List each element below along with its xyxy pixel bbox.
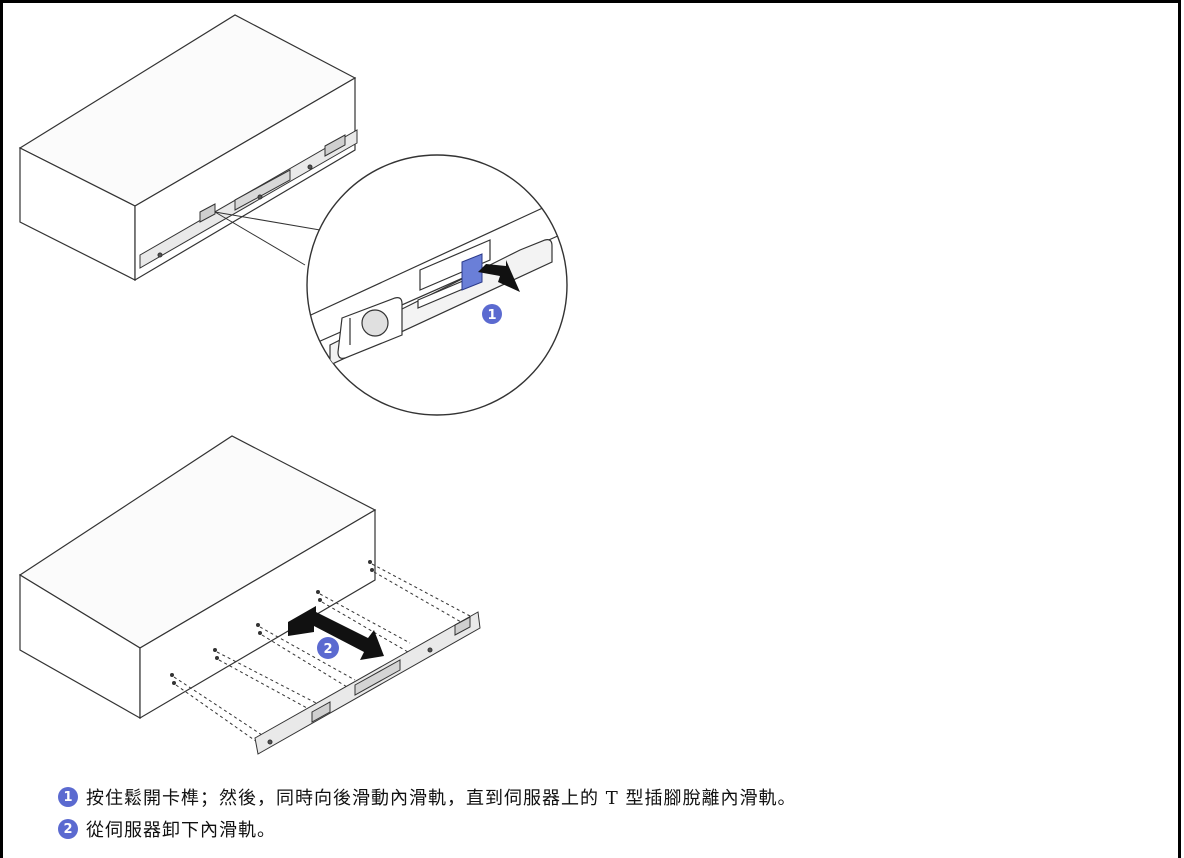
step-1-text: 按住鬆開卡榫；然後，同時向後滑動內滑軌，直到伺服器上的 T 型插腳脫離內滑軌。	[86, 788, 797, 809]
zoom-detail: 1	[306, 154, 568, 416]
push-arrow-icon	[478, 260, 520, 292]
server-chassis-bottom	[18, 435, 377, 720]
callout-1: 1	[482, 304, 502, 324]
inner-rail-bottom	[254, 611, 481, 755]
callout-1-label: 1	[487, 308, 496, 323]
step-2-badge: 2	[58, 819, 78, 839]
chassis-pins	[170, 560, 374, 685]
step-2: 2 從伺服器卸下內滑軌。	[58, 814, 276, 844]
callout-2-label: 2	[323, 642, 332, 657]
alignment-lines	[173, 563, 471, 745]
step-1: 1 按住鬆開卡榫；然後，同時向後滑動內滑軌，直到伺服器上的 T 型插腳脫離內滑軌…	[58, 782, 796, 812]
callout-2: 2	[317, 637, 339, 659]
zoom-leader	[214, 211, 321, 266]
release-latch	[461, 253, 483, 291]
slide-arrow-icon	[288, 606, 384, 660]
inner-rail-top	[139, 129, 358, 269]
step-2-text: 從伺服器卸下內滑軌。	[86, 820, 276, 841]
step-1-badge: 1	[58, 787, 78, 807]
